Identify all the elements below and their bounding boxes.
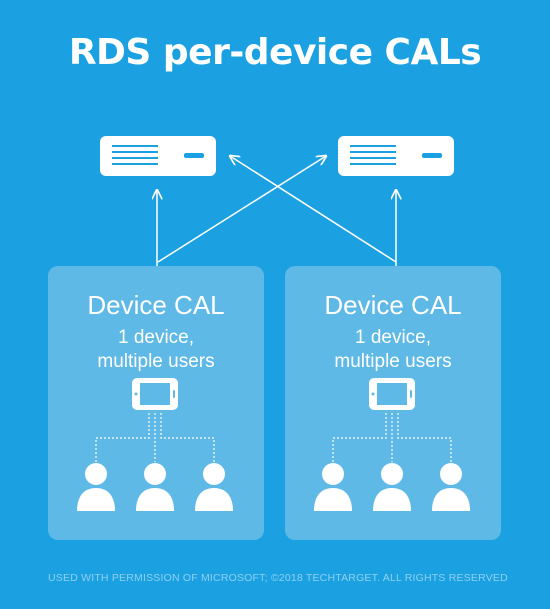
card-line-2: multiple users	[97, 351, 215, 372]
card-graphics	[314, 378, 470, 511]
connector-lines	[95, 413, 215, 462]
tablet-icon	[369, 378, 415, 410]
card-graphics	[77, 378, 233, 511]
connector-lines	[332, 413, 452, 462]
card-line-1: 1 device,	[117, 327, 195, 348]
user-icon	[373, 463, 411, 511]
user-icon	[195, 463, 233, 511]
server-icon-right	[338, 136, 454, 176]
card-subtitle: 1 device, multiple users	[285, 326, 501, 374]
card-line-2: multiple users	[334, 351, 452, 372]
card-subtitle: 1 device, multiple users	[48, 326, 264, 374]
page-title: RDS per-device CALs	[68, 32, 482, 73]
user-icon	[136, 463, 174, 511]
users	[314, 463, 470, 511]
user-icon	[314, 463, 352, 511]
card-title: Device CAL	[87, 290, 225, 320]
card-title: Device CAL	[324, 290, 462, 320]
tablet-icon	[132, 378, 178, 410]
user-icon	[77, 463, 115, 511]
arrow-right-to-left-server	[230, 156, 397, 263]
device-cal-card-right: Device CAL 1 device, multiple users	[285, 266, 501, 540]
arrow-left-to-right-server	[157, 156, 326, 263]
user-icon	[432, 463, 470, 511]
server-icon-left	[100, 136, 216, 176]
users	[77, 463, 233, 511]
copyright-footer: USED WITH PERMISSION OF MICROSOFT; ©2018…	[48, 572, 508, 584]
card-line-1: 1 device,	[354, 327, 432, 348]
device-cal-card-left: Device CAL 1 device, multiple users	[48, 266, 264, 540]
